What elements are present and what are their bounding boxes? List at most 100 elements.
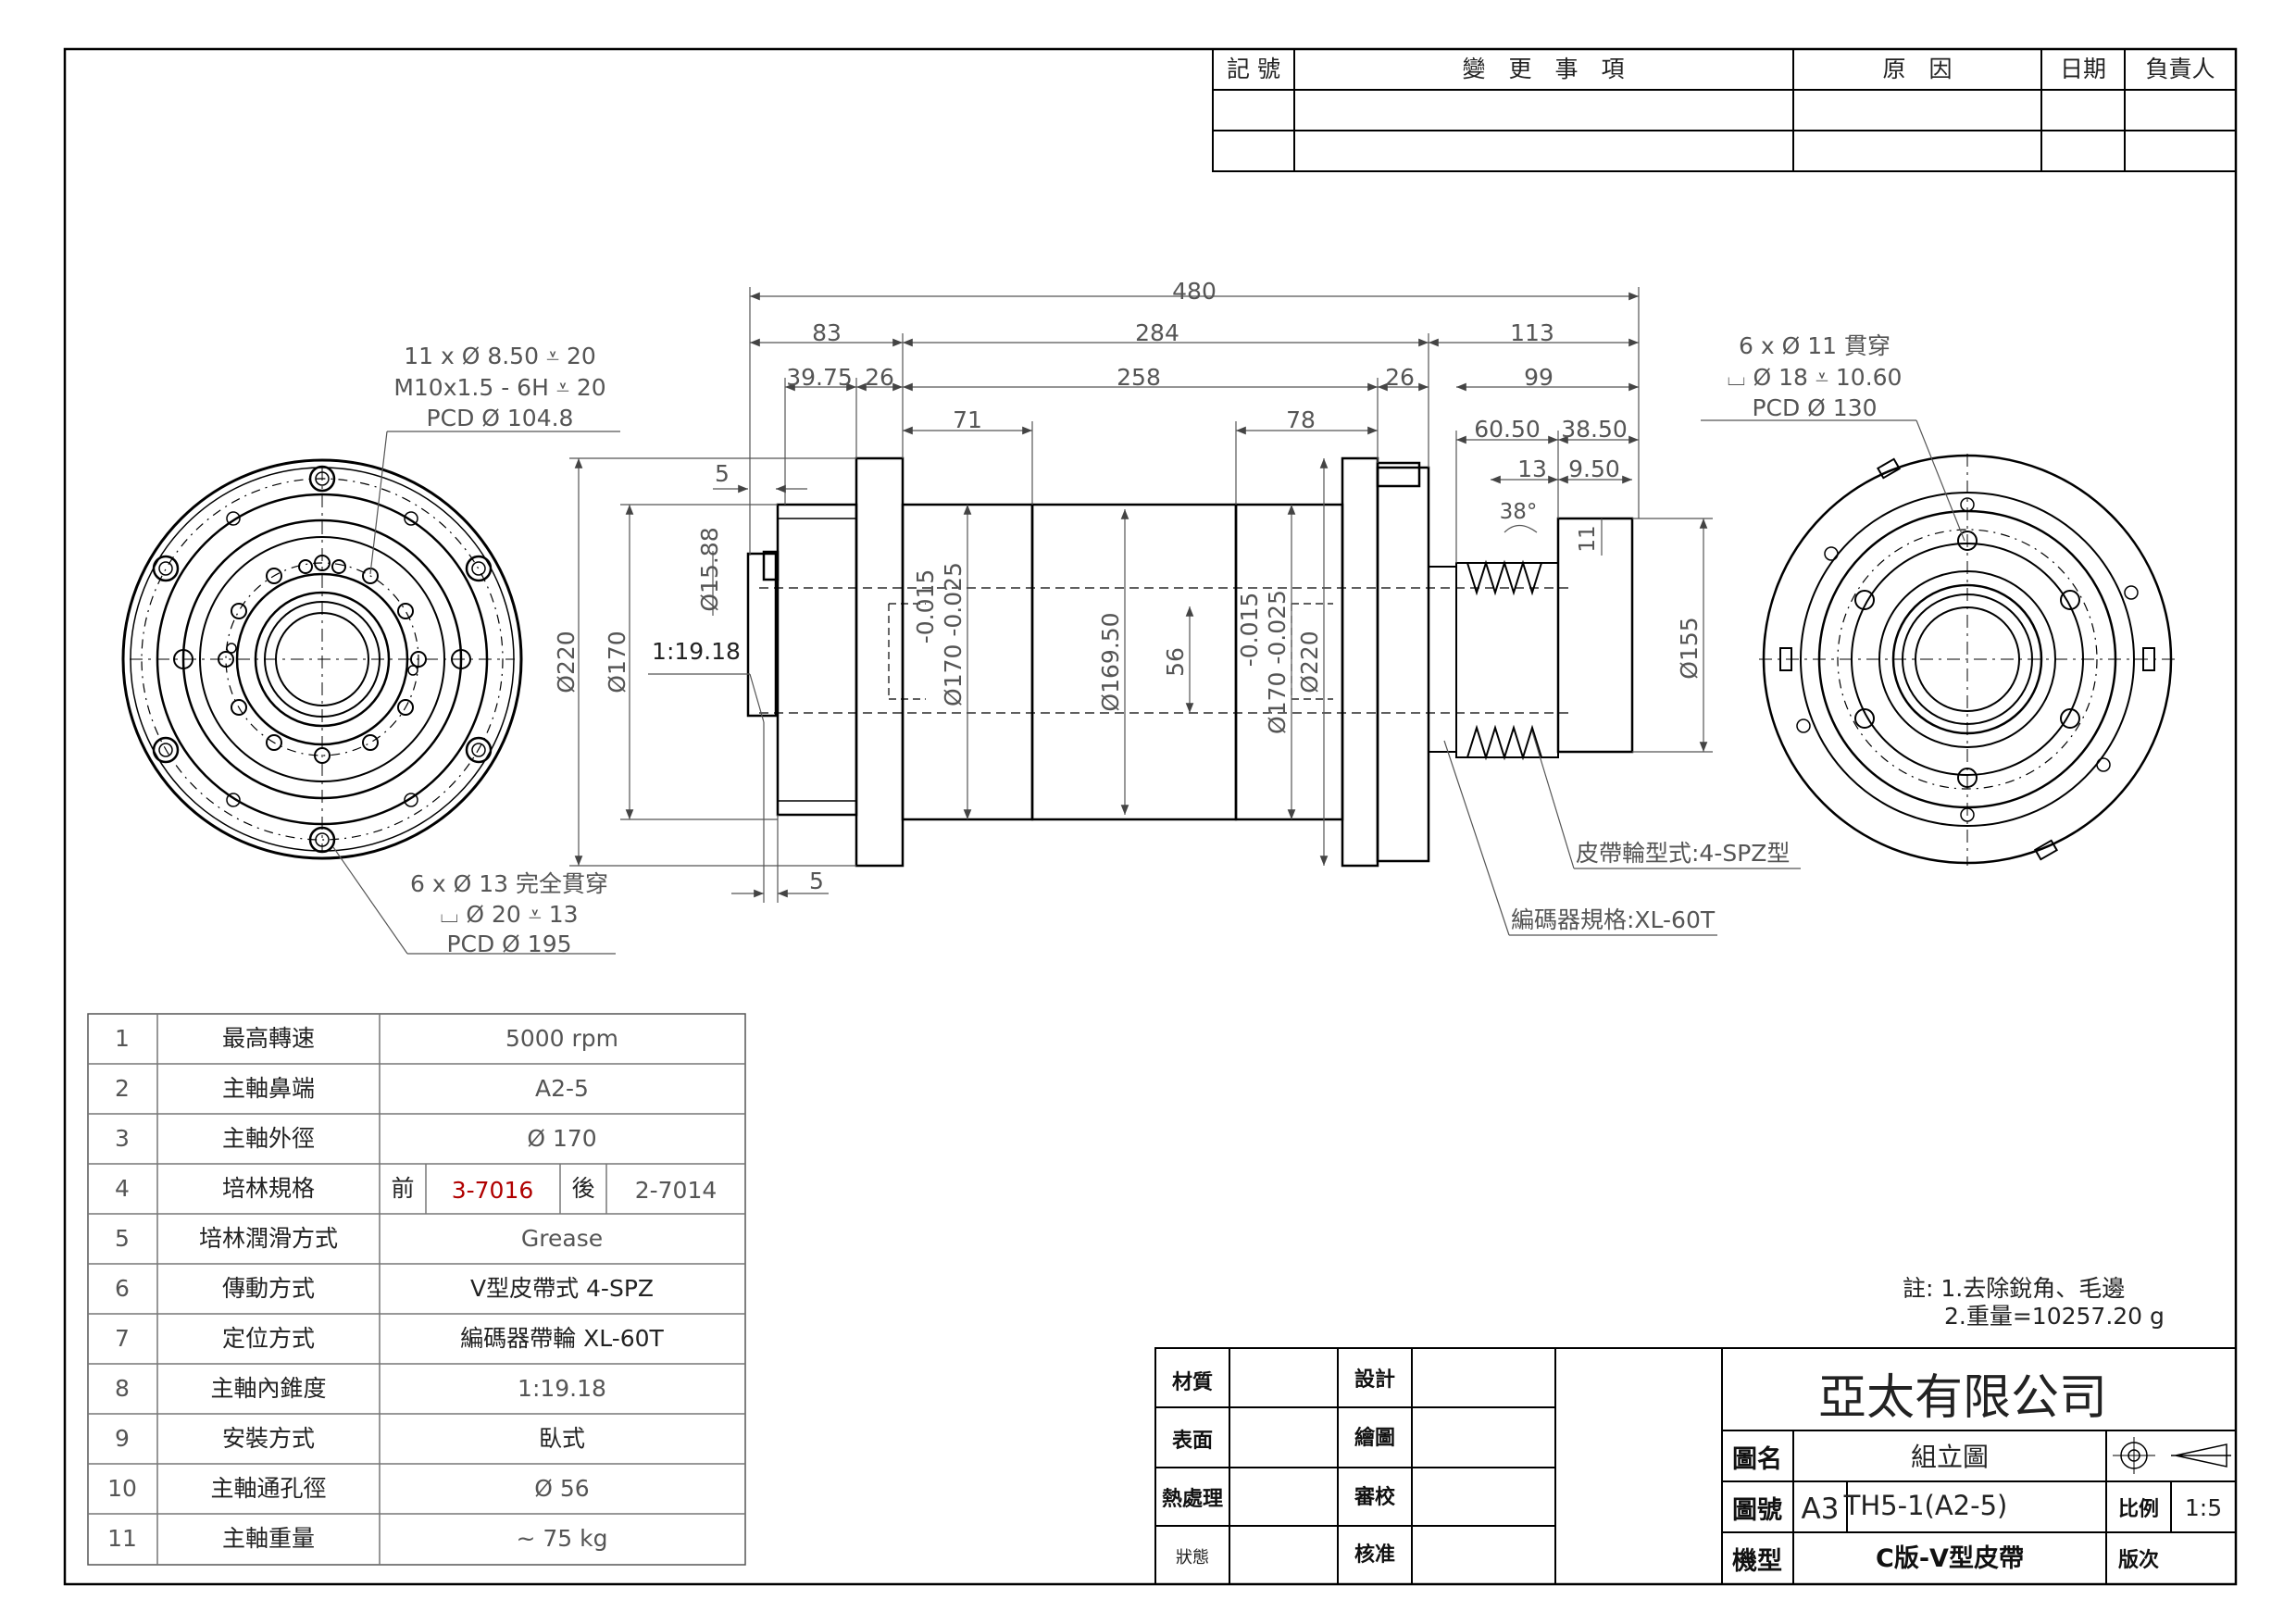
spec-row-value: V型皮帶式 4-SPZ bbox=[470, 1275, 654, 1302]
dim-tol-a-lower: Ø170 -0.025 bbox=[940, 562, 967, 706]
tb-version-label: 版次 bbox=[2118, 1548, 2159, 1572]
dim-dia-169-50: Ø169.50 bbox=[1097, 612, 1124, 711]
dim-dia-220-left: Ø220 bbox=[553, 631, 580, 693]
rev-header-date: 日期 bbox=[2060, 56, 2106, 82]
dim-angle-38: 38° bbox=[1500, 500, 1538, 524]
left-callout-pcd: PCD Ø 104.8 bbox=[427, 405, 574, 431]
spec-row-item: 傳動方式 bbox=[222, 1275, 315, 1302]
spec-row-value: Ø 56 bbox=[534, 1475, 589, 1502]
dim-83: 83 bbox=[812, 319, 842, 346]
drawing-scale: 1:5 bbox=[2185, 1494, 2222, 1521]
dim-dia-170-left: Ø170 bbox=[604, 631, 630, 693]
left-callout-bottom-holes: 6 x Ø 13 完全貫穿 bbox=[410, 870, 608, 897]
left-end-view bbox=[121, 431, 620, 955]
dim-taper: 1:19.18 bbox=[652, 638, 741, 665]
pulley-callout: 皮帶輪型式:4-SPZ型 bbox=[1576, 840, 1790, 867]
spec-row-value: Grease bbox=[521, 1225, 603, 1252]
spec-row-item: 培林規格 bbox=[222, 1175, 315, 1202]
note-line-2: 2.重量=10257.20 g bbox=[1944, 1303, 2165, 1330]
rev-header-change: 變 更 事 項 bbox=[1462, 56, 1624, 82]
sheet-size: A3 bbox=[1802, 1493, 1840, 1526]
tb-surface: 表面 bbox=[1172, 1430, 1213, 1453]
dim-9-50: 9.50 bbox=[1568, 456, 1620, 482]
spec-row-value: A2-5 bbox=[535, 1075, 589, 1102]
drawing-border bbox=[63, 47, 2238, 1586]
spec-row-no: 10 bbox=[107, 1475, 137, 1502]
spec-row-no: 8 bbox=[115, 1375, 130, 1402]
drawing-number: TH5-1(A2-5) bbox=[1843, 1490, 2008, 1521]
spec-row-value: 1:19.18 bbox=[518, 1375, 606, 1402]
spec-row-no: 5 bbox=[115, 1225, 130, 1252]
note-line-1: 註: 1.去除銳角、毛邊 bbox=[1903, 1275, 2125, 1302]
tb-heat-treatment: 熱處理 bbox=[1162, 1487, 1223, 1511]
dim-258: 258 bbox=[1117, 364, 1161, 391]
tb-no-label: 圖號 bbox=[1732, 1496, 1782, 1525]
spec-row-value: 編碼器帶輪 XL-60T bbox=[460, 1325, 664, 1352]
left-callout-holes: 11 x Ø 8.50 ⩡ 20 bbox=[404, 343, 596, 369]
company-name: 亞太有限公司 bbox=[1818, 1370, 2107, 1426]
dim-38-50: 38.50 bbox=[1561, 416, 1628, 443]
tb-name-label: 圖名 bbox=[1732, 1444, 1782, 1474]
rev-header-owner: 負責人 bbox=[2145, 56, 2215, 82]
spec-row-no: 2 bbox=[115, 1075, 130, 1102]
spec-row-item: 培林潤滑方式 bbox=[199, 1225, 338, 1252]
spec-row-no: 4 bbox=[115, 1175, 130, 1202]
spec-row-item: 主軸通孔徑 bbox=[210, 1475, 326, 1502]
tb-drawn: 繪圖 bbox=[1354, 1426, 1395, 1450]
spec-row-item: 主軸鼻端 bbox=[222, 1075, 315, 1102]
dim-26b: 26 bbox=[1385, 364, 1415, 391]
dim-71: 71 bbox=[953, 406, 982, 433]
title-block bbox=[1154, 1347, 2237, 1585]
left-callout-bottom-pcd: PCD Ø 195 bbox=[446, 931, 571, 957]
dim-13: 13 bbox=[1517, 456, 1547, 482]
tb-check: 審校 bbox=[1354, 1485, 1396, 1509]
dim-99: 99 bbox=[1524, 364, 1554, 391]
dim-dia-220-right: Ø220 bbox=[1296, 631, 1323, 693]
tb-model-label: 機型 bbox=[1732, 1547, 1782, 1576]
spec-row-item: 主軸外徑 bbox=[222, 1125, 315, 1152]
tb-design: 設計 bbox=[1354, 1368, 1395, 1392]
dim-78: 78 bbox=[1286, 406, 1316, 433]
spec-row-no: 1 bbox=[115, 1025, 130, 1052]
bearing-front-value: 3-7016 bbox=[452, 1177, 534, 1204]
dim-h-11: 11 bbox=[1576, 525, 1600, 552]
dim-5-top: 5 bbox=[715, 460, 730, 487]
revision-table bbox=[1212, 48, 2237, 172]
dim-tol-a-upper: -0.015 bbox=[912, 569, 939, 644]
dim-5-bottom: 5 bbox=[809, 868, 824, 894]
spec-row-value: 5000 rpm bbox=[505, 1025, 618, 1052]
right-callout-cbore: ⌴ Ø 18 ⩡ 10.60 bbox=[1728, 364, 1903, 391]
spec-row-value: ~ 75 kg bbox=[517, 1525, 608, 1552]
spec-row-item: 安裝方式 bbox=[222, 1425, 315, 1452]
dim-dia-15-88: Ø15.88 bbox=[696, 527, 723, 611]
spec-row-no: 3 bbox=[115, 1125, 130, 1152]
spec-row-value: Ø 170 bbox=[527, 1125, 596, 1152]
dim-113: 113 bbox=[1510, 319, 1554, 346]
dim-bore-56: 56 bbox=[1162, 647, 1189, 677]
right-callout-pcd: PCD Ø 130 bbox=[1752, 394, 1877, 421]
dim-tol-b-upper: -0.015 bbox=[1236, 593, 1263, 668]
bearing-front-label: 前 bbox=[391, 1175, 414, 1202]
rev-header-reason: 原 因 bbox=[1882, 56, 1952, 82]
spec-row-no: 6 bbox=[115, 1275, 130, 1302]
spec-row-item: 定位方式 bbox=[222, 1325, 315, 1352]
right-callout-holes: 6 x Ø 11 貫穿 bbox=[1739, 332, 1890, 359]
encoder-callout: 編碼器規格:XL-60T bbox=[1511, 906, 1716, 933]
spec-row-no: 9 bbox=[115, 1425, 130, 1452]
tb-scale-label: 比例 bbox=[2118, 1498, 2159, 1521]
machine-model: C版-V型皮帶 bbox=[1876, 1544, 2024, 1573]
dim-39-75: 39.75 bbox=[786, 364, 853, 391]
bearing-rear-label: 後 bbox=[571, 1175, 594, 1202]
spec-row-item: 最高轉速 bbox=[222, 1025, 315, 1052]
dim-60-50: 60.50 bbox=[1474, 416, 1541, 443]
dim-overall: 480 bbox=[1172, 278, 1217, 305]
dim-dia-155: Ø155 bbox=[1676, 617, 1703, 679]
spec-row-item: 主軸重量 bbox=[222, 1525, 315, 1552]
left-callout-bottom-cbore: ⌴ Ø 20 ⩡ 13 bbox=[440, 901, 578, 928]
rev-header-mark: 記 號 bbox=[1227, 56, 1280, 82]
dimension-lines bbox=[569, 287, 1801, 936]
spec-row-value: 臥式 bbox=[539, 1425, 585, 1452]
dim-26a: 26 bbox=[865, 364, 894, 391]
tb-approve: 核准 bbox=[1354, 1543, 1395, 1567]
